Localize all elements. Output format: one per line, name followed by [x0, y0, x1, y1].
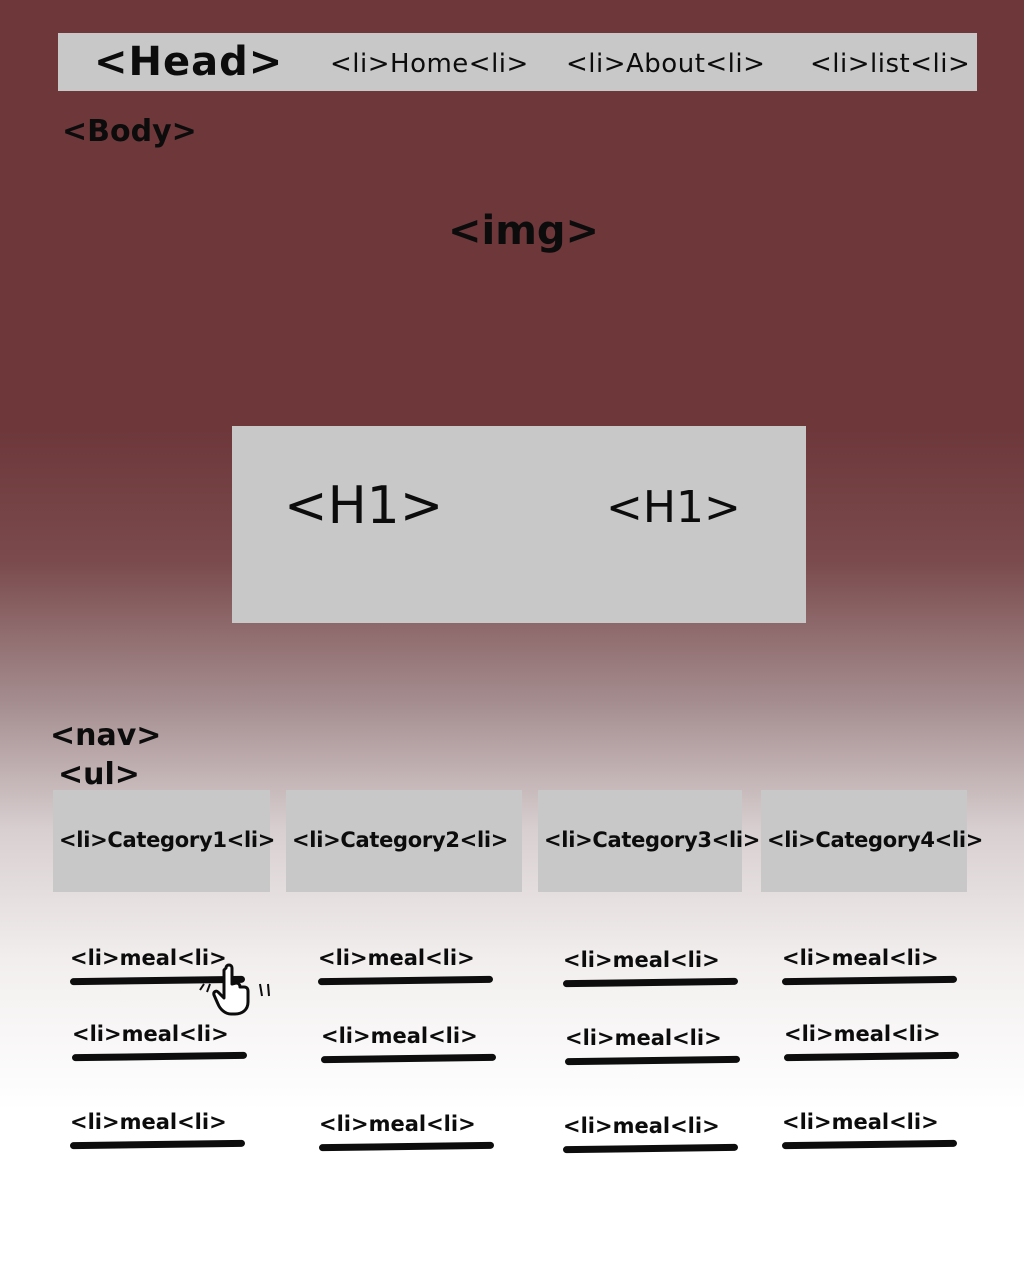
meal-item[interactable]: <li>meal<li>: [781, 942, 958, 986]
category-tab-1[interactable]: <li>Category1<li>: [53, 790, 275, 892]
category-tab-3[interactable]: <li>Category3<li>: [538, 790, 760, 892]
hero-box: <H1> <H1>: [232, 426, 806, 623]
nav-item-about[interactable]: <li>About<li>: [566, 49, 766, 79]
meal-underline: [562, 977, 739, 988]
meal-item-label: <li>meal<li>: [563, 948, 720, 972]
meal-item-label: <li>meal<li>: [782, 946, 939, 970]
meal-item-label: <li>meal<li>: [321, 1024, 478, 1048]
head-label: <Head>: [94, 39, 284, 85]
nav-item-home[interactable]: <li>Home<li>: [330, 49, 529, 79]
meal-item-label: <li>meal<li>: [784, 1022, 941, 1046]
category-tab-label: <li>Category4<li>: [767, 828, 984, 852]
category-tab-4[interactable]: <li>Category4<li>: [761, 790, 983, 892]
nav-item-list[interactable]: <li>list<li>: [810, 49, 971, 79]
category-tab-label: <li>Category1<li>: [59, 828, 276, 852]
meal-item-label: <li>meal<li>: [72, 1022, 229, 1046]
meal-item-label: <li>meal<li>: [318, 946, 475, 970]
image-placeholder-label: <img>: [448, 208, 600, 254]
meal-underline: [783, 1051, 960, 1062]
meal-item[interactable]: <li>meal<li>: [564, 1022, 741, 1066]
category-tab-2[interactable]: <li>Category2<li>: [286, 790, 522, 892]
meal-underline: [71, 1051, 248, 1062]
meal-underline: [562, 1143, 739, 1154]
meal-underline: [320, 1053, 497, 1064]
meal-underline: [781, 1139, 958, 1150]
meal-item[interactable]: <li>meal<li>: [69, 1106, 246, 1150]
meal-item[interactable]: <li>meal<li>: [781, 1106, 958, 1150]
meal-item[interactable]: <li>meal<li>: [320, 1020, 497, 1064]
meal-item-label: <li>meal<li>: [319, 1112, 476, 1136]
meal-item[interactable]: <li>meal<li>: [318, 1108, 495, 1152]
hero-heading-right: <H1>: [606, 482, 741, 533]
header-bar: <Head> <li>Home<li> <li>About<li> <li>li…: [58, 33, 977, 91]
meal-item[interactable]: <li>meal<li>: [562, 944, 739, 988]
meal-item-label: <li>meal<li>: [563, 1114, 720, 1138]
meal-item-label: <li>meal<li>: [70, 946, 227, 970]
meal-item[interactable]: <li>meal<li>: [783, 1018, 960, 1062]
meal-item[interactable]: <li>meal<li>: [562, 1110, 739, 1154]
hero-heading-left: <H1>: [284, 476, 444, 536]
ul-label: <ul>: [58, 757, 140, 792]
meal-item[interactable]: <li>meal<li>: [69, 942, 246, 986]
hand-pointer-cursor-icon: [199, 963, 270, 1016]
meal-item[interactable]: <li>meal<li>: [71, 1018, 248, 1062]
category-tab-label: <li>Category3<li>: [544, 828, 761, 852]
body-label: <Body>: [62, 114, 197, 149]
meal-item-label: <li>meal<li>: [565, 1026, 722, 1050]
meal-underline: [317, 975, 494, 986]
meal-item-label: <li>meal<li>: [782, 1110, 939, 1134]
category-tab-label: <li>Category2<li>: [292, 828, 509, 852]
meal-item-label: <li>meal<li>: [70, 1110, 227, 1134]
nav-label: <nav>: [50, 718, 162, 753]
meal-underline: [781, 975, 958, 986]
meal-underline: [69, 1139, 246, 1150]
meal-underline: [318, 1141, 495, 1152]
meal-underline: [564, 1055, 741, 1066]
meal-item[interactable]: <li>meal<li>: [317, 942, 494, 986]
